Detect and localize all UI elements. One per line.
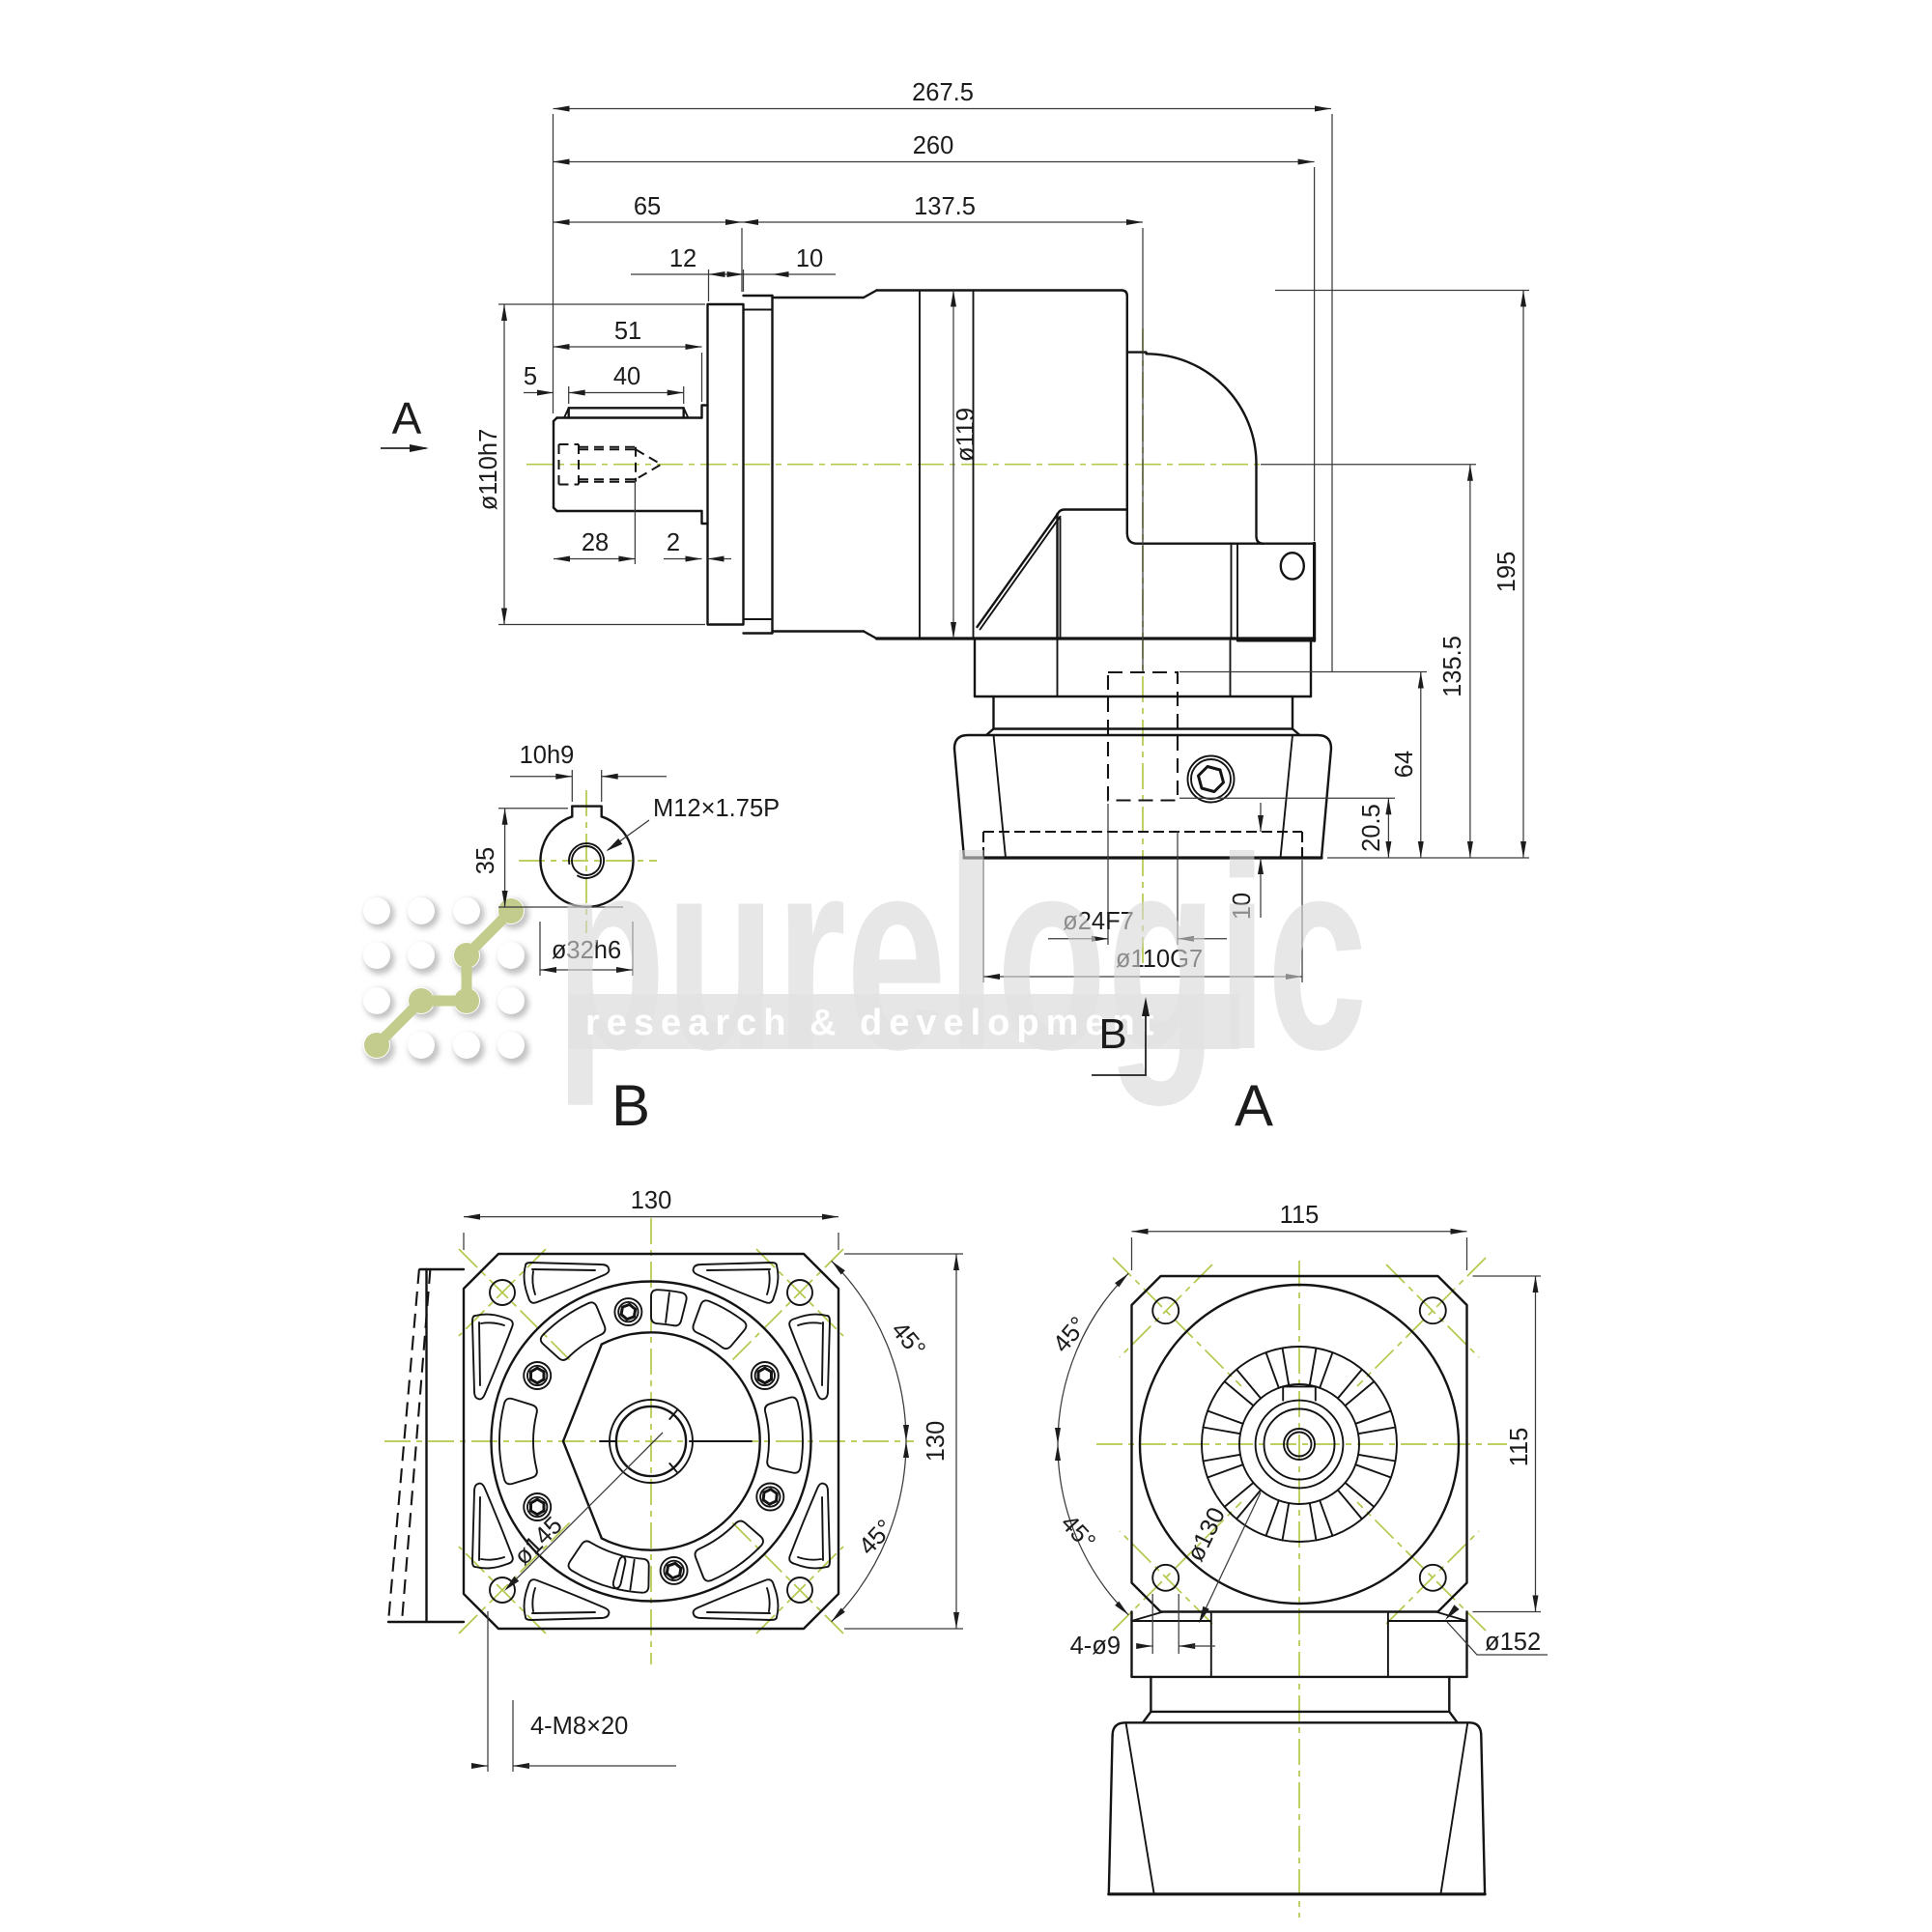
svg-text:35: 35	[472, 847, 499, 874]
svg-text:135.5: 135.5	[1439, 636, 1466, 697]
svg-text:10h9: 10h9	[520, 742, 575, 769]
svg-text:64: 64	[1391, 751, 1418, 778]
svg-text:51: 51	[614, 318, 641, 345]
svg-text:4-M8×20: 4-M8×20	[530, 1713, 628, 1740]
svg-text:ø152: ø152	[1485, 1629, 1541, 1656]
svg-text:4-ø9: 4-ø9	[1070, 1633, 1121, 1660]
svg-text:B: B	[1098, 1010, 1126, 1058]
svg-text:137.5: 137.5	[914, 193, 976, 220]
svg-text:130: 130	[923, 1421, 950, 1463]
svg-text:65: 65	[634, 193, 661, 220]
svg-text:40: 40	[613, 363, 640, 390]
svg-text:12: 12	[669, 245, 696, 272]
svg-text:ø32h6: ø32h6	[552, 937, 621, 964]
svg-text:10: 10	[1229, 893, 1256, 920]
svg-text:research & development: research & development	[585, 1003, 1160, 1043]
svg-text:195: 195	[1493, 552, 1520, 593]
svg-text:ø110G7: ø110G7	[1116, 946, 1203, 973]
svg-text:A: A	[392, 393, 422, 443]
svg-text:ø119: ø119	[952, 408, 980, 462]
svg-text:5: 5	[524, 363, 537, 390]
svg-text:260: 260	[913, 132, 954, 159]
svg-text:2: 2	[667, 529, 680, 556]
svg-text:28: 28	[582, 529, 609, 556]
svg-text:purelogic: purelogic	[555, 801, 1368, 1106]
svg-text:A: A	[1235, 1073, 1273, 1138]
svg-text:130: 130	[631, 1187, 672, 1214]
svg-text:267.5: 267.5	[912, 79, 974, 106]
svg-text:10: 10	[796, 245, 823, 272]
svg-text:M12×1.75P: M12×1.75P	[653, 795, 780, 822]
svg-text:ø110h7: ø110h7	[475, 429, 502, 511]
svg-text:115: 115	[1280, 1202, 1320, 1229]
svg-text:115: 115	[1506, 1428, 1533, 1467]
svg-text:20.5: 20.5	[1358, 804, 1385, 852]
svg-text:B: B	[611, 1073, 650, 1138]
svg-text:ø24F7: ø24F7	[1063, 908, 1134, 935]
